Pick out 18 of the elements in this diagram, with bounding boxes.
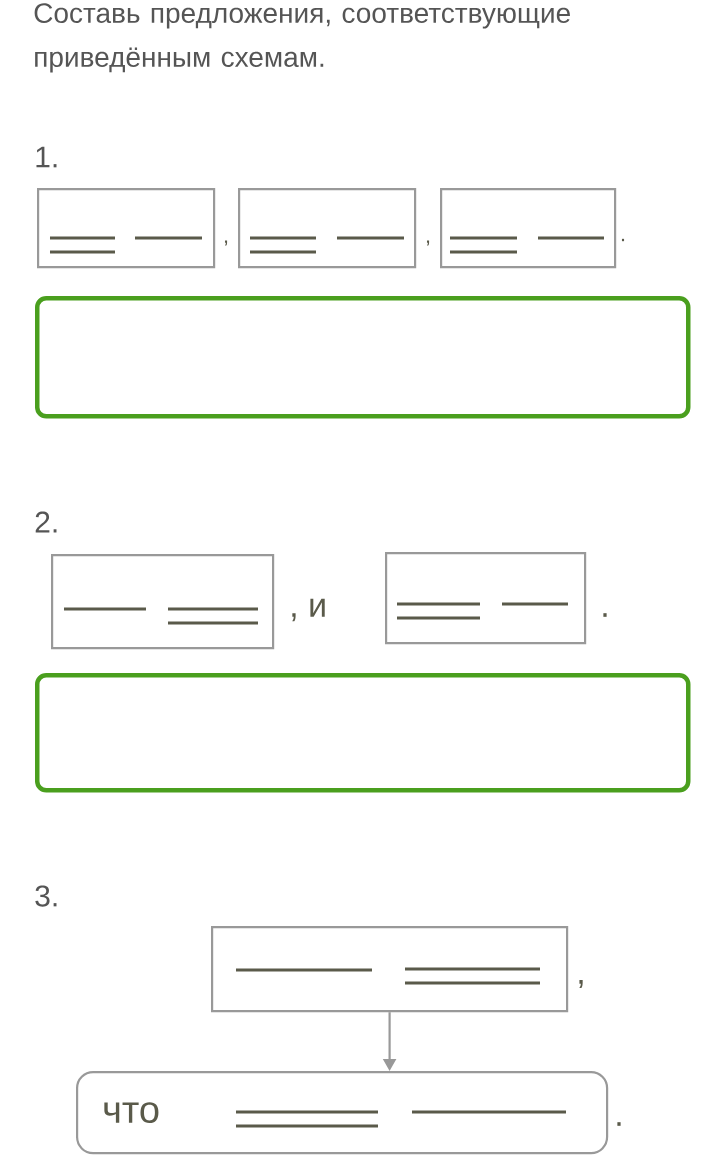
punctuation-mark: . xyxy=(621,238,625,242)
answer-field xyxy=(35,296,691,419)
punctuation-mark: , и xyxy=(292,598,325,622)
item-number: 3. xyxy=(35,885,57,907)
scheme-box xyxy=(51,554,275,650)
scheme-box xyxy=(238,188,417,269)
scheme-box xyxy=(211,926,569,1013)
answer-field xyxy=(35,673,691,793)
scheme-box: что xyxy=(76,1071,609,1155)
punctuation-mark: , xyxy=(426,240,430,246)
scheme-box xyxy=(385,552,587,645)
punctuation-mark: . xyxy=(603,613,607,617)
scheme-box xyxy=(440,188,617,269)
title: Составь предложения, соответствующие приведённым схемам. xyxy=(34,3,570,73)
item-number: 2. xyxy=(35,511,57,533)
punctuation-mark: , xyxy=(224,240,228,246)
punctuation-mark: , xyxy=(579,980,583,988)
scheme-box xyxy=(37,188,216,269)
